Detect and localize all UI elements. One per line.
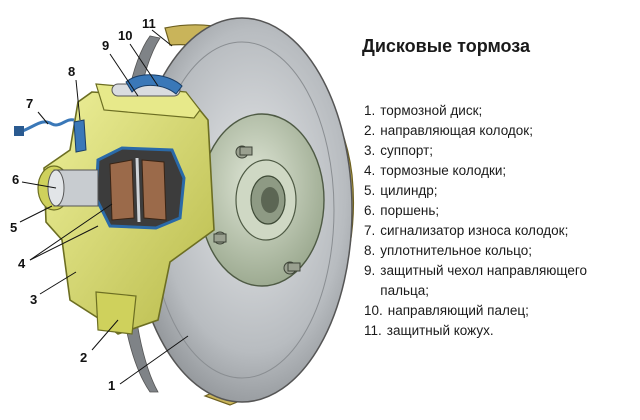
legend-item-number: 11.	[364, 323, 382, 338]
legend-item-text: направляющая колодок;	[380, 123, 533, 138]
leader-lines	[19, 29, 189, 385]
callout-6: 6	[12, 172, 19, 187]
brake-pads	[109, 157, 167, 223]
wheel-studs	[213, 145, 301, 275]
diagram-title: Дисковые тормоза	[362, 36, 531, 56]
callout-5: 5	[10, 220, 17, 235]
callout-10: 10	[118, 28, 132, 43]
pad-guide	[95, 291, 137, 335]
legend-item-number: 7.	[364, 223, 376, 238]
legend-item-number: 2.	[364, 123, 376, 138]
legend-item-text: направляющий палец;	[387, 303, 529, 318]
legend-item-number: 4.	[364, 163, 376, 178]
legend-item-number: 8.	[364, 243, 376, 258]
legend-item: 10. направляющий палец;	[364, 301, 636, 321]
legend-item: 3. суппорт;	[364, 141, 636, 161]
legend-item-text: поршень;	[380, 203, 440, 218]
legend-item: 5. цилиндр;	[364, 181, 636, 201]
legend-item-text: суппорт;	[380, 143, 434, 158]
callout-4: 4	[18, 256, 26, 271]
legend-item-text: защитный чехол направляющего пальца;	[380, 263, 587, 298]
callout-numbers: 1 2 3 4 5 6 7 8 9 10 11	[10, 16, 156, 393]
guide-pin-boot	[125, 74, 183, 95]
callout-7: 7	[26, 96, 33, 111]
legend-item-text: уплотнительное кольцо;	[380, 243, 532, 258]
disc-brake-illustration: 1 2 3 4 5 6 7 8 9 10 11	[10, 16, 355, 406]
wheel-hub	[199, 113, 325, 287]
callout-3: 3	[30, 292, 37, 307]
legend-item-number: 1.	[364, 103, 376, 118]
legend-item-number: 5.	[364, 183, 376, 198]
legend-item-text: тормозные колодки;	[380, 163, 507, 178]
legend-item: 11. защитный кожух.	[364, 321, 636, 341]
callout-11: 11	[142, 16, 156, 31]
legend-item-number: 10.	[364, 303, 383, 318]
callout-1: 1	[108, 378, 115, 393]
legend-item-number: 9.	[364, 263, 376, 278]
legend-item-number: 6.	[364, 203, 376, 218]
legend-item: 8. уплотнительное кольцо;	[364, 241, 636, 261]
legend-item: 7. сигнализатор износа колодок;	[364, 221, 636, 241]
legend-item: 6. поршень;	[364, 201, 636, 221]
legend-item: 9. защитный чехол направляющего пальца;	[364, 261, 636, 301]
callout-9: 9	[102, 38, 109, 53]
legend-item-text: защитный кожух.	[386, 323, 494, 338]
seal-ring	[73, 119, 87, 153]
parts-legend: 1. тормозной диск; 2. направляющая колодок;…	[364, 101, 636, 341]
legend-item: 2. направляющая колодок;	[364, 121, 636, 141]
legend-item-text: сигнализатор износа колодок;	[380, 223, 569, 238]
wear-sensor-connector	[14, 126, 24, 136]
legend-item: 1. тормозной диск;	[364, 101, 636, 121]
legend-item: 4. тормозные колодки;	[364, 161, 636, 181]
legend-item-number: 3.	[364, 143, 376, 158]
callout-8: 8	[68, 64, 75, 79]
wear-sensor-wire	[19, 118, 75, 134]
legend-item-text: тормозной диск;	[380, 103, 483, 118]
legend-item-text: цилиндр;	[380, 183, 438, 198]
callout-2: 2	[80, 350, 87, 365]
